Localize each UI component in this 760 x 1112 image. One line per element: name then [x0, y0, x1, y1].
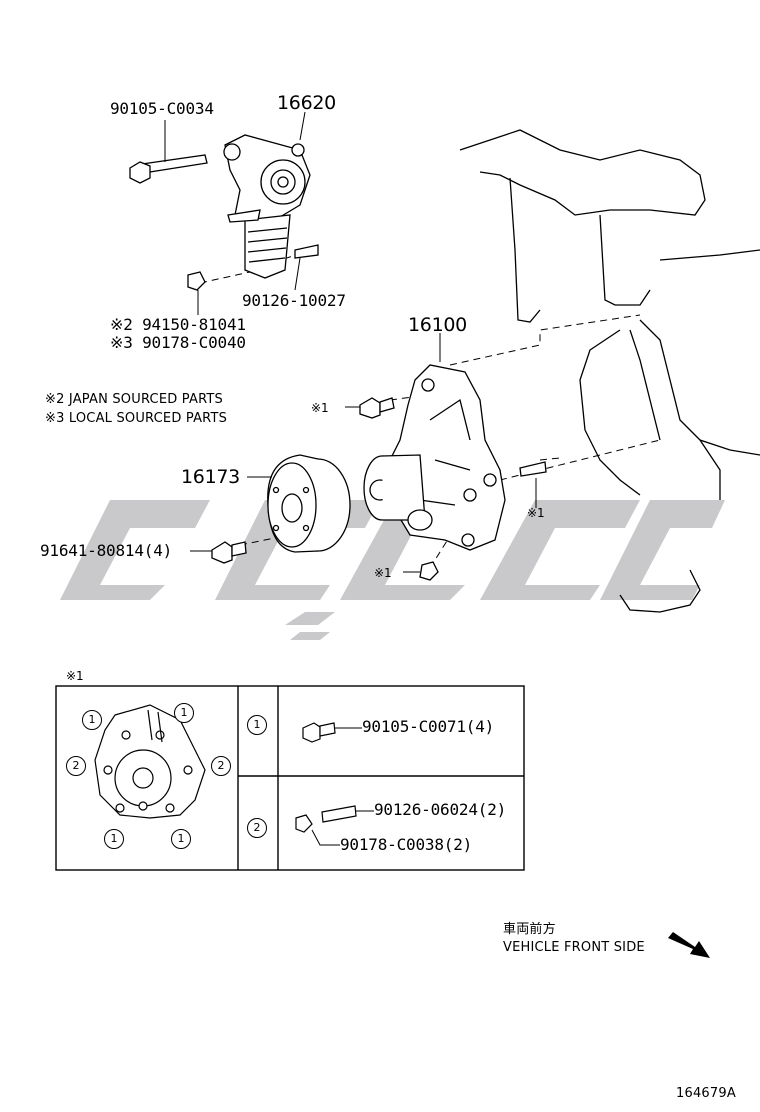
- callout-one: 1: [82, 710, 102, 730]
- label-16100: 16100: [408, 314, 467, 336]
- water-pump-drawing: [359, 364, 547, 581]
- direction-jp: 車両前方: [503, 922, 556, 937]
- ref-mark: ※1: [527, 506, 545, 520]
- legend-key-one: 1: [247, 715, 267, 735]
- leader-lines: [164, 111, 537, 573]
- label-90178-c0040: ※3 90178-C0040: [110, 333, 246, 352]
- callout-one: 1: [174, 703, 194, 723]
- watermark-logo: [60, 500, 725, 640]
- detail-header: ※1: [66, 669, 84, 683]
- note-japan-sourced: ※2 JAPAN SOURCED PARTS: [45, 392, 223, 407]
- legend-key-two: 2: [247, 818, 267, 838]
- arrow-icon: [668, 932, 710, 958]
- detail-box: [55, 685, 525, 871]
- callout-one: 1: [171, 829, 191, 849]
- figure-id: 164679A: [676, 1086, 736, 1101]
- tensioner-drawing: [129, 134, 319, 291]
- label-90105-c0071: 90105-C0071(4): [362, 717, 495, 736]
- note-local-sourced: ※3 LOCAL SOURCED PARTS: [45, 411, 228, 426]
- label-90126-06024: 90126-06024(2): [374, 800, 507, 819]
- label-90126-10027: 90126-10027: [242, 291, 346, 310]
- label-16173: 16173: [181, 466, 240, 488]
- ref-mark: ※1: [374, 566, 392, 580]
- callout-one: 1: [104, 829, 124, 849]
- ref-mark: ※1: [311, 401, 329, 415]
- label-90105-c0034: 90105-C0034: [110, 99, 214, 118]
- label-94150-81041: ※2 94150-81041: [110, 315, 246, 334]
- engine-block: [459, 129, 760, 613]
- direction-en: VEHICLE FRONT SIDE: [503, 940, 645, 955]
- detail-leaders: [311, 727, 374, 846]
- callout-two: 2: [66, 756, 86, 776]
- label-16620: 16620: [277, 92, 336, 114]
- pulley-drawing: [211, 454, 351, 564]
- label-90178-c0038: 90178-C0038(2): [340, 835, 473, 854]
- label-91641-80814: 91641-80814(4): [40, 541, 173, 560]
- callout-two: 2: [211, 756, 231, 776]
